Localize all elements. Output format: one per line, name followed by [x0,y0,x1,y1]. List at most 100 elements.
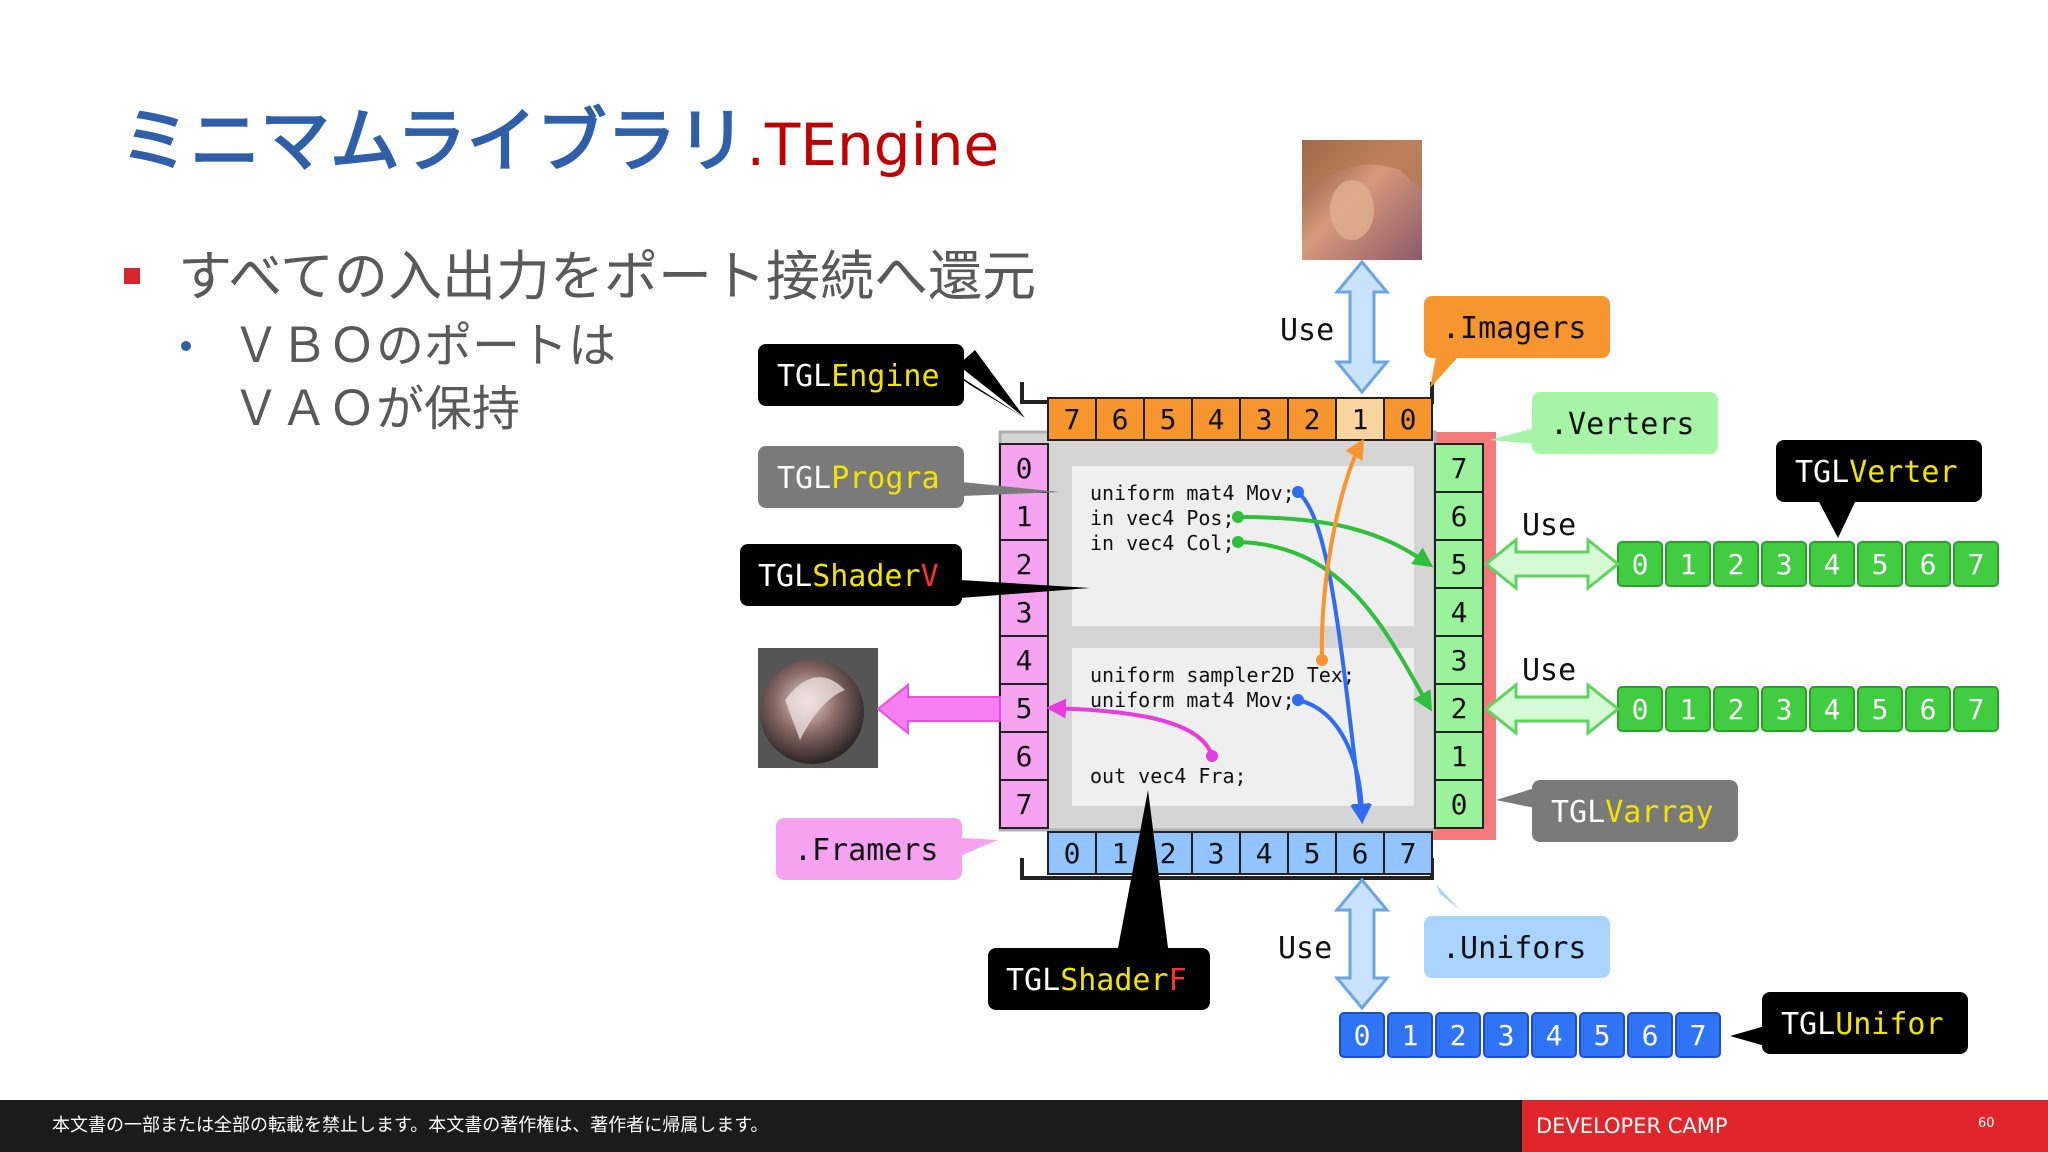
vbo-ports-1-cell [1953,541,1999,587]
ubo-ports-label: 1 [1402,1019,1419,1052]
output-arrow-framers [876,682,1001,736]
imagers-ports-label: 0 [1400,403,1417,436]
unifors-ports-cell [1287,831,1337,875]
footer-notice: 本文書の一部または全部の転載を禁止します。本文書の著作権は、著作者に帰属します。 [52,1115,768,1136]
use-label-bottom: Use [1278,931,1332,966]
imagers-ports-cell [1191,397,1241,441]
ubo-ports-label: 0 [1354,1019,1371,1052]
rendered-sphere-image [758,648,878,768]
verters-ports-label: 1 [1451,740,1468,773]
vbo-ports-2-label: 1 [1680,693,1697,726]
unifors-ports-label: 4 [1256,837,1273,870]
vbo-ports-2-cell [1809,686,1855,732]
bullet-level2-line2: ＶＡＯが保持 [232,381,520,437]
callout-pointers [950,336,1856,1046]
imagers-ports-label: 1 [1352,403,1369,436]
framers-ports-label: 2 [1016,548,1033,581]
svg-text:TGLShaderF: TGLShaderF [1006,963,1187,998]
svg-text:TGLUnifor: TGLUnifor [1781,1007,1944,1042]
vbo-ports-1-label: 5 [1872,548,1889,581]
wire-tex [1319,438,1365,661]
vbo-ports-2-label: 5 [1872,693,1889,726]
svg-text:TGLEngine: TGLEngine [777,359,940,394]
use-label-vbo1: Use [1522,508,1576,543]
framers-ports-cell [999,539,1049,589]
ubo-ports-cell [1435,1012,1481,1058]
framers-ports-cell [999,779,1049,829]
page-number: 60 [1978,1116,1995,1131]
unifors-ports-label: 5 [1304,837,1321,870]
vbo-ports-1-cell [1905,541,1951,587]
imagers-ports-cell [1383,397,1433,441]
callout-tglshaderf: TGLShaderF [988,948,1210,1010]
imagers-ports-label: 4 [1208,403,1225,436]
unifors-ports-label: 3 [1208,837,1225,870]
verters-ports-cell [1434,683,1484,733]
vbo-ports-2-cell [1713,686,1759,732]
vbo-ports-2-cell [1665,686,1711,732]
callout-tglunifor: TGLUnifor [1762,992,1968,1054]
vbo-ports-2-cell [1761,686,1807,732]
footer-brand: DEVELOPER CAMP [1536,1114,1728,1138]
verters-ports-label: 0 [1451,788,1468,821]
ubo-ports-cell [1675,1012,1721,1058]
callout-tglengine: TGLEngine [758,344,964,406]
imagers-ports-label: 5 [1160,403,1177,436]
vs-code-line: uniform mat4 Mov; [1090,481,1295,505]
ubo-ports-cell [1579,1012,1625,1058]
vertex-shader-panel [1072,466,1414,626]
ubo-ports-label: 7 [1690,1019,1707,1052]
verters-ports-cell [1434,491,1484,541]
vbo-ports-1-cell [1809,541,1855,587]
vs-code-line: in vec4 Col; [1090,531,1235,555]
vs-code-line: in vec4 Pos; [1090,506,1235,530]
connection-wires [1046,438,1434,824]
svg-text:TGLShaderV: TGLShaderV [758,559,939,594]
svg-text:.Unifors: .Unifors [1442,931,1587,966]
ubo-ports-label: 5 [1594,1019,1611,1052]
wire-endpoints [1206,486,1328,762]
svg-text:TGLVarray: TGLVarray [1551,795,1714,830]
unifors-ports-label: 7 [1400,837,1417,870]
ubo-ports-label: 6 [1642,1019,1659,1052]
unifors-ports-label: 0 [1064,837,1081,870]
verters-ports-label: 3 [1451,644,1468,677]
vbo-ports-1-cell [1713,541,1759,587]
verters-ports-label: 2 [1451,692,1468,725]
framers-ports-label: 4 [1016,644,1033,677]
vbo-ports-1-label: 7 [1968,548,1985,581]
svg-text:.Imagers: .Imagers [1442,311,1587,346]
texture-image [1302,140,1422,260]
vbo-ports-2-cell [1905,686,1951,732]
fs-code-line: uniform mat4 Mov; [1090,688,1295,712]
verters-ports-label: 6 [1451,500,1468,533]
unifors-ports-label: 2 [1160,837,1177,870]
ubo-ports-cell [1387,1012,1433,1058]
vbo-ports-2-label: 2 [1728,693,1745,726]
vbo-ports-2-label: 0 [1632,693,1649,726]
framers-ports-cell [999,443,1049,493]
use-arrow-vbo-2 [1483,681,1621,737]
framers-ports-label: 7 [1016,788,1033,821]
verters-ports-label: 4 [1451,596,1468,629]
unifors-ports-label: 1 [1112,837,1129,870]
engine-block [998,382,1496,880]
bullet-level1: すべての入出力をポート接続へ還元 [178,245,1036,308]
callout-imagers: .Imagers [1424,296,1610,358]
fs-code-line: out vec4 Fra; [1090,764,1247,788]
framers-ports-label: 3 [1016,596,1033,629]
vbo-ports-2-label: 7 [1968,693,1985,726]
vbo-ports-2-cell [1953,686,1999,732]
imagers-ports-label: 6 [1112,403,1129,436]
bullet-marker [124,268,140,284]
callout-tglverter: TGLVerter [1776,440,1982,502]
ubo-ports-cell [1483,1012,1529,1058]
wire-mov-vs [1296,490,1370,824]
slide-title: ミニマムライブラリ.TEngine [120,100,999,182]
unifors-ports-label: 6 [1352,837,1369,870]
ubo-ports-cell [1531,1012,1577,1058]
